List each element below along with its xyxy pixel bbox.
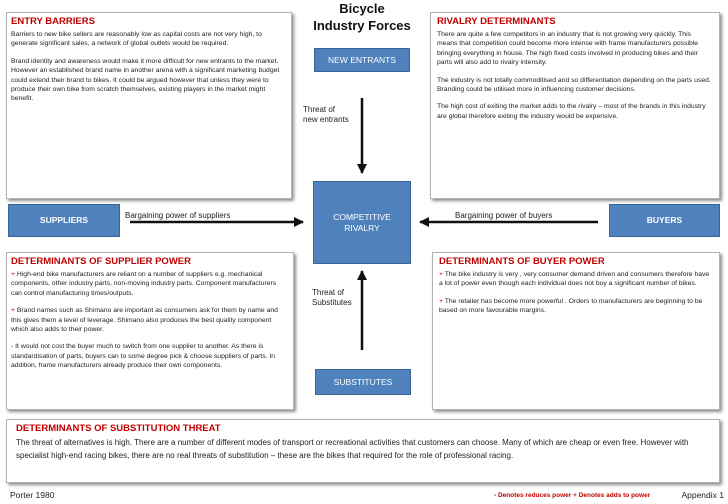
new-entrants-node: NEW ENTRANTS (314, 48, 410, 72)
supplier-power-panel: DETERMINANTS OF SUPPLIER POWER + High-en… (6, 252, 294, 410)
rivalry-para-1: There are quite a few competitors in an … (437, 31, 699, 67)
buyer-power-para-2: + The retailer has become more powerful … (439, 297, 703, 315)
substitutes-node: SUBSTITUTES (315, 369, 411, 395)
source-citation: Porter 1980 (10, 490, 55, 500)
supplier-power-para-3: - It would not cost the buyer much to sw… (11, 343, 276, 370)
supplier-power-para-1: + High-end bike manufacturers are relian… (11, 271, 277, 297)
entry-barriers-heading: ENTRY BARRIERS (11, 16, 95, 27)
title-line-2: Industry Forces (313, 18, 411, 33)
bargaining-power-buyers-label: Bargaining power of buyers (455, 211, 553, 220)
buyer-power-panel: DETERMINANTS OF BUYER POWER + The bike i… (432, 252, 720, 410)
rivalry-para-3: The high cost of exiting the market adds… (437, 103, 706, 120)
suppliers-node: SUPPLIERS (8, 204, 120, 237)
entry-barriers-panel: ENTRY BARRIERS Barriers to new bike sell… (6, 12, 292, 199)
diagram-title: Bicycle Industry Forces (290, 0, 434, 34)
threat-of-substitutes-label: Threat of Substitutes (312, 288, 352, 307)
supplier-power-para-2: + Brand names such as Shimano are import… (11, 307, 278, 334)
rivalry-para-2: The industry is not totally commoditised… (437, 76, 711, 94)
buyer-power-para-1: + The bike industry is very , very consu… (439, 271, 710, 288)
competitive-rivalry-node: COMPETITIVE RIVALRY (313, 181, 411, 264)
substitution-text: The threat of alternatives is high. Ther… (16, 438, 689, 460)
supplier-power-heading: DETERMINANTS OF SUPPLIER POWER (11, 256, 191, 267)
threat-of-new-entrants-label: Threat of new entrants (303, 105, 349, 124)
rivalry-heading: RIVALRY DETERMINANTS (437, 16, 556, 27)
bargaining-power-suppliers-label: Bargaining power of suppliers (125, 211, 231, 220)
substitution-heading: DETERMINANTS OF SUBSTITUTION THREAT (16, 423, 221, 434)
buyers-node: BUYERS (609, 204, 720, 237)
power-legend: - Denotes reduces power + Denotes adds t… (494, 492, 651, 499)
appendix-label: Appendix 1 (681, 490, 724, 500)
entry-barriers-para-1: Barriers to new bike sellers are reasona… (11, 31, 262, 48)
entry-barriers-para-2: Brand identity and awareness would make … (11, 57, 280, 103)
title-line-1: Bicycle (339, 1, 385, 16)
substitution-threat-panel: DETERMINANTS OF SUBSTITUTION THREAT The … (6, 419, 720, 483)
buyer-power-heading: DETERMINANTS OF BUYER POWER (439, 256, 605, 267)
rivalry-determinants-panel: RIVALRY DETERMINANTS There are quite a f… (430, 12, 720, 199)
